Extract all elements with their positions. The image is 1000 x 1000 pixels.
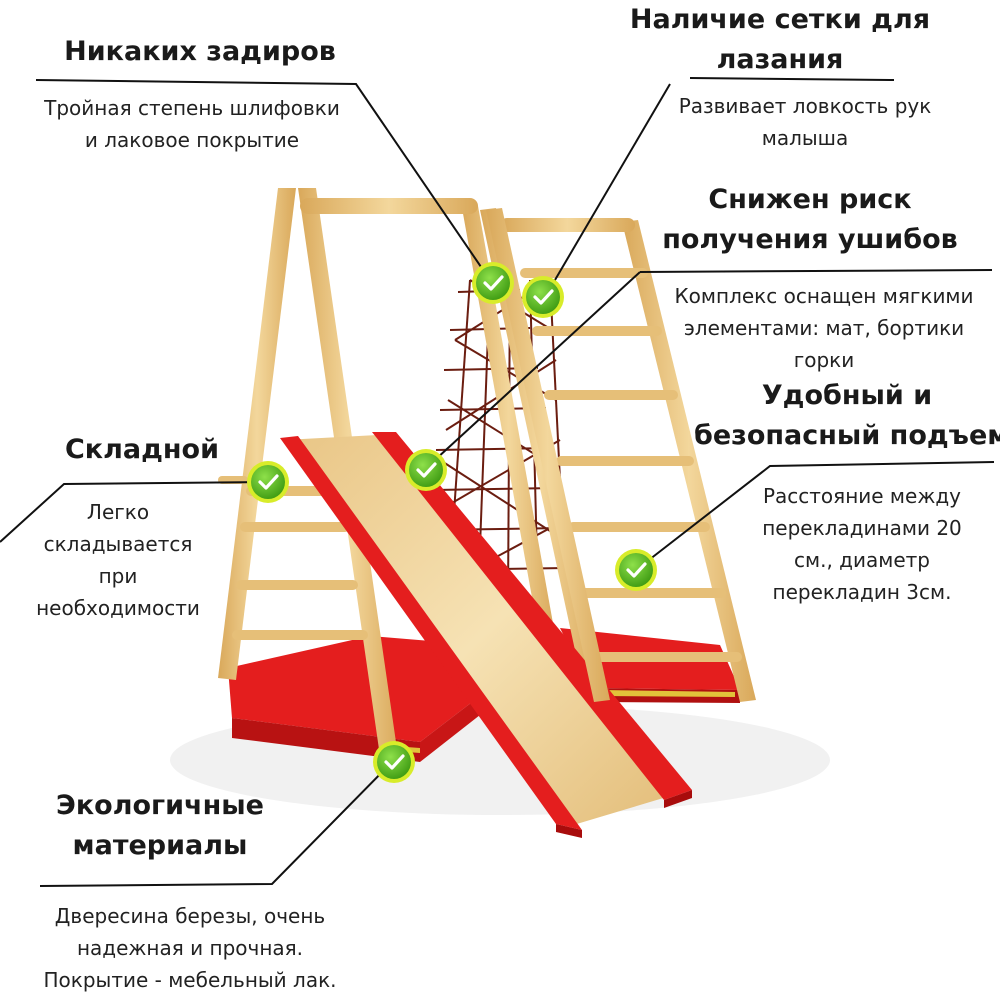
feature-desc-foldable: Легко складывается при необходимости — [20, 496, 216, 624]
desc-line: элементами: мат, бортики — [683, 316, 965, 340]
desc-line: при — [98, 564, 138, 588]
feature-title-safe-climb: Удобный и безопасный подъем — [694, 376, 1000, 456]
desc-line: необходимости — [36, 596, 200, 620]
check-icon — [470, 260, 516, 306]
desc-line: и лаковое покрытие — [84, 128, 300, 152]
feature-title-eco-materials: Экологичные материалы — [40, 786, 280, 866]
desc-line: Развивает ловкость рук — [678, 94, 932, 118]
title-line: Экологичные — [56, 790, 264, 821]
title-line: получения ушибов — [662, 224, 958, 255]
feature-title-foldable: Складной — [52, 430, 232, 470]
desc-line: складывается — [43, 532, 193, 556]
desc-line: Покрытие - мебельный лак. — [43, 968, 337, 992]
feature-desc-injury-risk: Комплекс оснащен мягкими элементами: мат… — [656, 280, 992, 376]
check-icon — [520, 274, 566, 320]
title-line: Складной — [64, 434, 220, 465]
feature-desc-climbing-net: Развивает ловкость рук малыша — [660, 90, 950, 154]
feature-desc-safe-climb: Расстояние между перекладинами 20 см., д… — [744, 480, 980, 608]
desc-line: см., диаметр — [794, 548, 930, 572]
feature-title-no-splinters: Никаких задиров — [40, 32, 360, 72]
check-icon — [371, 739, 417, 785]
slide — [280, 432, 692, 838]
desc-line: Тройная степень шлифовки — [44, 96, 340, 120]
check-icon — [245, 459, 291, 505]
title-line: Снижен риск — [708, 184, 912, 215]
callout-lines — [0, 77, 995, 887]
desc-line: надежная и прочная. — [76, 936, 304, 960]
title-line: лазания — [716, 44, 844, 75]
title-line: материалы — [72, 830, 248, 861]
title-line: Никаких задиров — [64, 36, 336, 67]
feature-title-climbing-net: Наличие сетки для лазания — [620, 0, 940, 80]
feature-desc-no-splinters: Тройная степень шлифовки и лаковое покры… — [22, 92, 362, 156]
title-line: Удобный и — [761, 380, 933, 411]
desc-line: Расстояние между — [762, 484, 962, 508]
desc-line: Двересина березы, очень — [54, 904, 326, 928]
title-line: безопасный подъем — [694, 420, 1000, 451]
check-icon — [403, 447, 449, 493]
feature-title-injury-risk: Снижен риск получения ушибов — [650, 180, 970, 260]
desc-line: перекладин 3см. — [772, 580, 952, 604]
desc-line: Комплекс оснащен мягкими — [674, 284, 974, 308]
desc-line: Легко — [86, 500, 150, 524]
feature-desc-eco-materials: Двересина березы, очень надежная и прочн… — [20, 900, 360, 996]
desc-line: малыша — [761, 126, 849, 150]
front-right-rail — [486, 208, 610, 702]
title-line: Наличие сетки для — [629, 4, 931, 35]
desc-line: перекладинами 20 — [762, 516, 962, 540]
desc-line: горки — [793, 348, 855, 372]
check-icon — [613, 547, 659, 593]
